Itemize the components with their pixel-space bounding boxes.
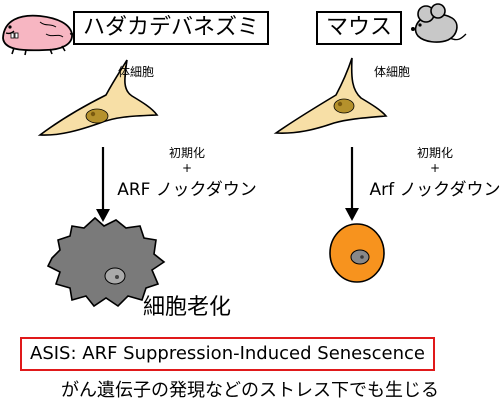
arrow-right — [345, 147, 359, 221]
asis-definition-box: ASIS: ARF Suppression-Induced Senescence — [20, 337, 435, 371]
treatment-left: 初期化 + ARF ノックダウン — [112, 144, 262, 200]
treatment-right-reprogramming: 初期化 — [416, 146, 453, 160]
treatment-right: 初期化 + Arf ノックダウン — [360, 144, 500, 200]
somatic-cell-right — [273, 57, 388, 134]
treatment-right-knockdown: Arf ノックダウン — [369, 180, 500, 200]
senescent-cell — [46, 216, 166, 308]
nucleus-left — [85, 108, 109, 124]
somatic-cell-left — [37, 59, 159, 136]
mouse-icon — [411, 3, 467, 43]
somatic-cell-label-left: 体細胞 — [118, 65, 155, 79]
species-title-naked-mole-rat: ハダカデバネズミ — [73, 11, 270, 45]
somatic-cell-label-right: 体細胞 — [374, 65, 411, 79]
treatment-left-knockdown: ARF ノックダウン — [117, 180, 257, 200]
treatment-right-plus: + — [429, 161, 441, 175]
treatment-left-plus: + — [181, 161, 193, 175]
footer-note: がん遺伝子の発現などのストレス下でも生じる — [61, 380, 439, 401]
senescence-label: 細胞老化 — [143, 295, 232, 320]
asis-label: ASIS: ARF Suppression-Induced Senescence — [30, 343, 425, 364]
species-title-mouse: マウス — [316, 11, 403, 45]
arrow-left — [96, 147, 110, 222]
nucleus-right — [333, 98, 355, 114]
naked-mole-rat-icon — [2, 14, 76, 56]
ips-cell — [329, 223, 385, 283]
treatment-left-reprogramming: 初期化 — [168, 146, 205, 160]
